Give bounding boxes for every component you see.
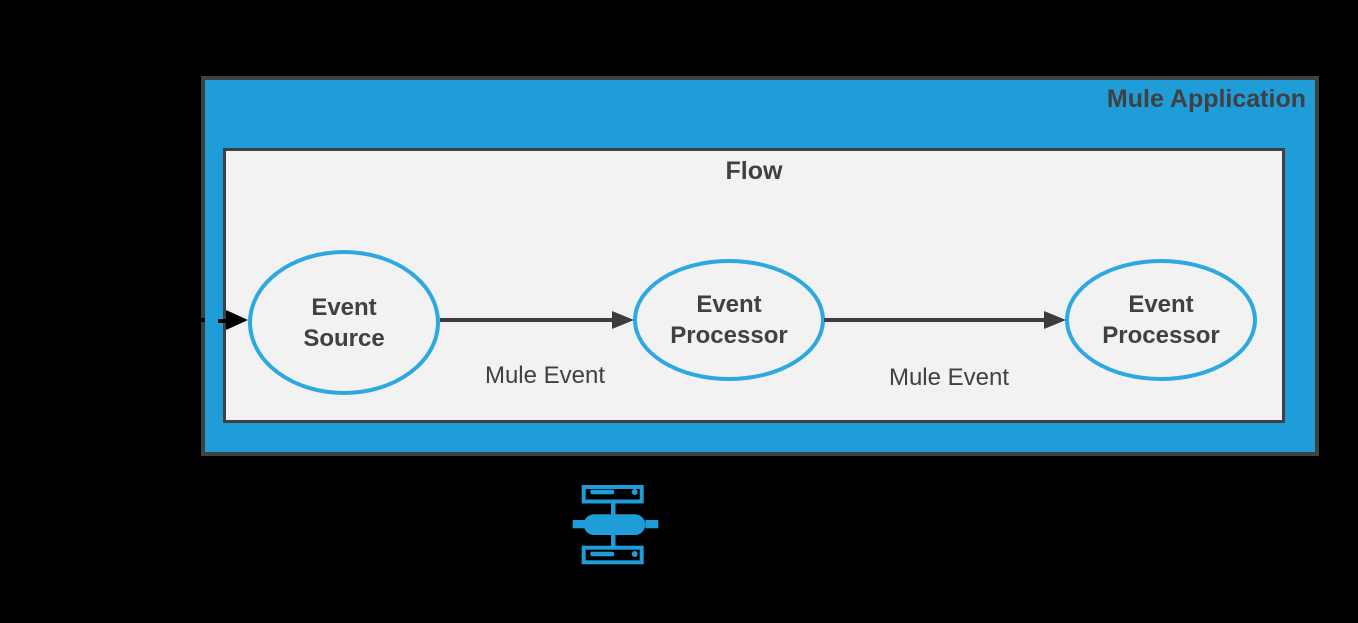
node-event-processor-1: Event Processor xyxy=(633,259,825,381)
edge-line-2 xyxy=(824,318,1044,322)
incoming-event-arrow-line xyxy=(130,318,205,322)
incoming-event-arrowhead-icon xyxy=(226,310,248,330)
mule-runtime-icon xyxy=(572,485,659,565)
edge-arrowhead-1-icon xyxy=(612,311,634,329)
node-label: Event xyxy=(696,291,762,318)
node-label: Source xyxy=(303,324,385,352)
node-label: Event xyxy=(1128,291,1194,318)
edge-line-1 xyxy=(440,318,612,322)
node-label: Processor xyxy=(1102,322,1220,349)
mule-application-title: Mule Application xyxy=(1106,85,1306,113)
node-event-processor-2: Event Processor xyxy=(1065,259,1257,381)
node-label: Event xyxy=(311,293,377,321)
edge-label-mule-event-2: Mule Event xyxy=(888,364,1010,391)
edge-label-mule-event-1: Mule Event xyxy=(484,362,606,389)
incoming-event-arrow-dash xyxy=(218,319,228,323)
node-event-source: Event Source xyxy=(248,250,440,395)
edge-arrowhead-2-icon xyxy=(1044,311,1066,329)
flow-title: Flow xyxy=(725,157,783,185)
node-label: Processor xyxy=(670,322,788,349)
